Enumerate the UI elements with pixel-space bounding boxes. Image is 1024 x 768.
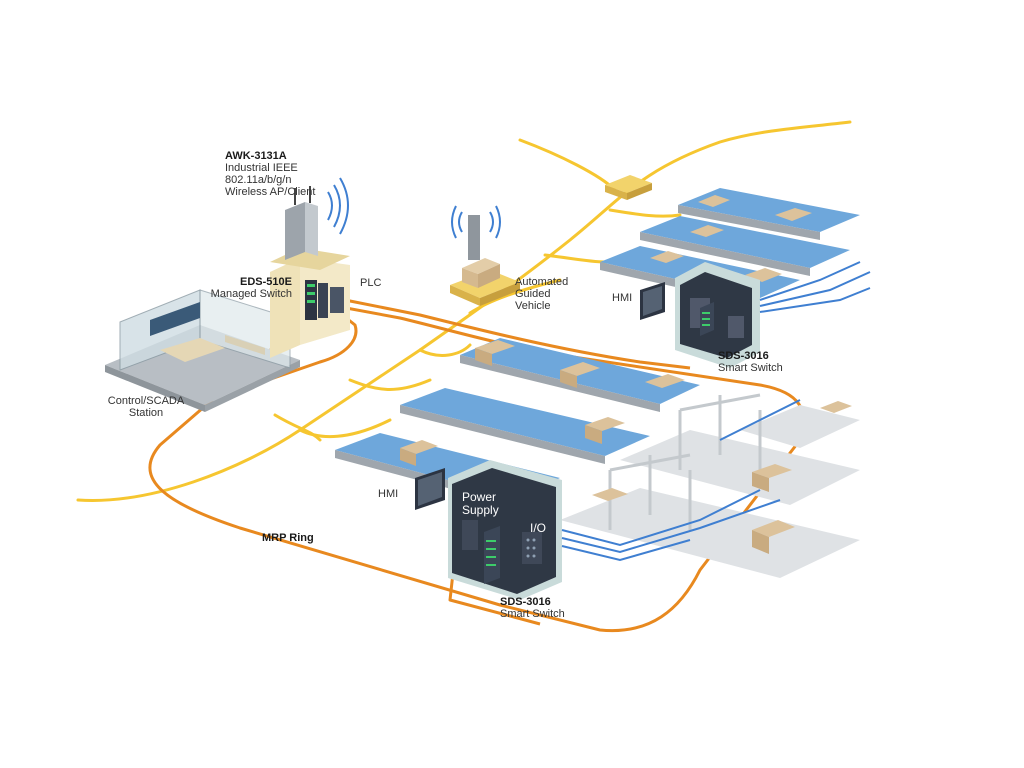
mrp-ring-label: MRP Ring <box>262 532 314 544</box>
agv-vehicle-far <box>605 175 652 200</box>
agv-vehicle <box>450 215 520 306</box>
control-label: Control/SCADA Station <box>107 395 185 419</box>
sds-bottom-label: SDS-3016 Smart Switch <box>500 596 565 620</box>
signal-cables-top <box>759 261 871 313</box>
conveyor-middle-a <box>460 338 700 412</box>
roller-boxes <box>592 401 852 554</box>
agv-wireless-paths <box>76 120 852 502</box>
conveyor-middle-b <box>400 388 650 464</box>
awk-line1: Industrial IEEE <box>225 162 298 174</box>
conveyor-top <box>678 188 860 240</box>
hmi-top-panel <box>640 282 665 320</box>
wireless-signal-icon <box>327 177 349 235</box>
plc-label: PLC <box>360 277 382 289</box>
conveyor-second <box>640 216 850 276</box>
awk-model: AWK-3131A <box>225 150 287 162</box>
agv-label: Automated Guided Vehicle <box>515 276 569 312</box>
io-module-icon <box>526 538 536 558</box>
awk-label: AWK-3131A Industrial IEEE 802.11a/b/g/n … <box>225 150 315 198</box>
sds-3016-bottom-switch-icon <box>484 526 500 584</box>
hmi-bottom-panel <box>415 468 445 510</box>
sds-3016-top-switch-icon <box>700 302 714 336</box>
signal-cables-bottom <box>561 399 801 562</box>
eds-model: EDS-510E <box>240 276 292 288</box>
awk-line2: 802.11a/b/g/n <box>225 174 292 186</box>
power-supply-label: Power Supply <box>462 490 499 517</box>
eds-label: EDS-510E Managed Switch <box>210 276 292 300</box>
agv-wireless-signal-icon <box>451 205 501 239</box>
hmi-top-label: HMI <box>612 292 633 304</box>
plc-cabinet <box>270 248 350 358</box>
eds-510e-switch-icon <box>307 284 315 303</box>
sds-top-label: SDS-3016 Smart Switch <box>718 350 783 374</box>
control-scada-station <box>105 289 300 412</box>
awk-3131a-access-point-icon <box>285 186 318 260</box>
eds-desc: Managed Switch <box>210 288 292 300</box>
io-label: I/O <box>530 521 547 535</box>
hmi-bottom-label: HMI <box>378 488 399 500</box>
awk-line3: Wireless AP/Client <box>225 186 316 198</box>
